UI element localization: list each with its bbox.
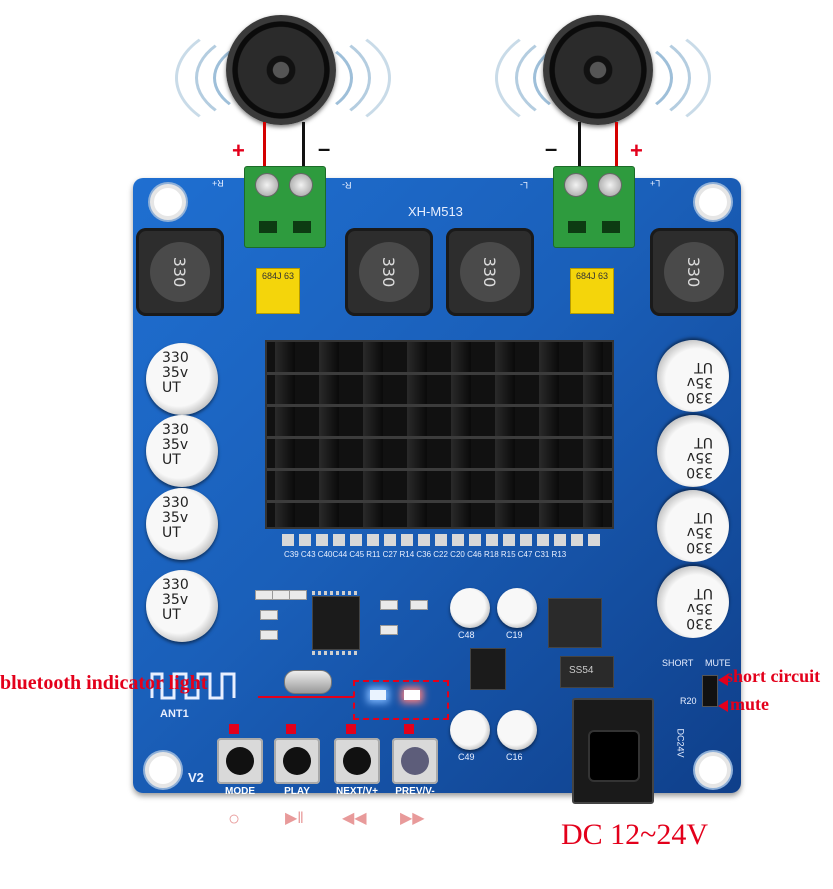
film-capacitor-right: 684J 63: [570, 268, 614, 314]
right-minus-sign: –: [545, 136, 558, 161]
smd-a: [260, 610, 278, 620]
arrow-mode: [229, 724, 239, 734]
film-capacitor-left: 684J 63: [256, 268, 300, 314]
label-l-plus: L+: [650, 178, 661, 188]
bluetooth-annotation-line: [258, 696, 354, 698]
smd-c12: [255, 590, 273, 600]
smd-d: [410, 600, 428, 610]
smd-row: [282, 534, 602, 546]
crystal: [284, 670, 332, 694]
antenna-trace: [150, 672, 236, 700]
cap-c49: [450, 710, 490, 750]
ant-label: ANT1: [160, 708, 189, 720]
arrow-next: [346, 724, 356, 734]
inductor-4: 330: [650, 228, 738, 316]
bluetooth-indicator-annotation: bluetooth indicator light: [0, 672, 208, 694]
wire-left-black: [302, 122, 305, 174]
smd-e: [380, 625, 398, 635]
mode-label: MODE: [225, 786, 255, 797]
next-label: NEXT/V+: [336, 786, 378, 797]
speaker-right-icon: [543, 15, 653, 125]
inductor-2: 330: [345, 228, 433, 316]
dc-voltage-annotation: DC 12~24V: [561, 818, 709, 851]
play-button[interactable]: [274, 738, 320, 784]
next-button[interactable]: [334, 738, 380, 784]
label-c19: C19: [506, 630, 523, 640]
left-minus-sign: –: [318, 136, 331, 161]
cap-c19: [497, 588, 537, 628]
inductor-1: 330: [136, 228, 224, 316]
model-label: XH-M513: [408, 204, 463, 219]
mount-hole-bl: [145, 752, 181, 788]
label-r-minus: R-: [342, 180, 352, 190]
jumper-header: [702, 675, 718, 707]
fast-forward-icon: ▶▶: [400, 810, 425, 827]
prev-label: PREV/V-: [395, 786, 435, 797]
dc-jack: [572, 698, 654, 804]
cap-c48: [450, 588, 490, 628]
mute-arrow-icon: [718, 700, 728, 712]
led-red: [404, 690, 420, 700]
mount-hole-tl: [150, 184, 186, 220]
wire-right-red: [615, 122, 618, 174]
speaker-left-icon: [226, 15, 336, 125]
short-arrow-icon: [718, 674, 728, 686]
label-l-minus: L-: [520, 180, 529, 190]
arrow-prev: [404, 724, 414, 734]
led-blue: [370, 690, 386, 700]
inductor-3: 330: [446, 228, 534, 316]
label-c48: C48: [458, 630, 475, 640]
wire-left-red: [263, 122, 266, 174]
mute-label: MUTE: [705, 658, 731, 668]
play-label: PLAY: [284, 786, 310, 797]
label-r-plus: R+: [212, 178, 224, 188]
label-c16: C16: [506, 752, 523, 762]
circle-icon: ○: [228, 808, 241, 830]
v2-label: V2: [188, 770, 204, 785]
smd-c10: [289, 590, 307, 600]
heatsink: [265, 340, 614, 529]
speaker-terminal-left: [553, 166, 635, 248]
mount-hole-br: [695, 752, 731, 788]
mode-button[interactable]: [217, 738, 263, 784]
wire-right-black: [578, 122, 581, 174]
arrow-play: [286, 724, 296, 734]
label-c49: C49: [458, 752, 475, 762]
regulator-top: [548, 598, 602, 648]
smd-c: [380, 600, 398, 610]
r20-label: R20: [680, 696, 697, 706]
short-circuit-annotation: short circuit: [726, 666, 821, 686]
speaker-terminal-right: [244, 166, 326, 248]
rewind-icon: ◀◀: [342, 810, 367, 827]
play-pause-icon: ▶‖: [285, 810, 304, 827]
short-label: SHORT: [662, 658, 694, 668]
bluetooth-chip: [312, 591, 360, 655]
left-plus-sign: +: [232, 138, 245, 163]
cap-c16: [497, 710, 537, 750]
smd-c8: [272, 590, 290, 600]
regulator-small: [470, 648, 506, 690]
right-plus-sign: +: [630, 138, 643, 163]
prev-button[interactable]: [392, 738, 438, 784]
smd-b: [260, 630, 278, 640]
led-highlight-box: [353, 680, 449, 720]
smd-row-labels: C39 C43 C40C44 C45 R11 C27 R14 C36 C22 C…: [284, 550, 567, 559]
dc24v-label: DC24V: [675, 728, 686, 758]
diode-ss54: SS54: [560, 656, 614, 688]
mount-hole-tr: [695, 184, 731, 220]
mute-annotation: mute: [730, 694, 769, 714]
